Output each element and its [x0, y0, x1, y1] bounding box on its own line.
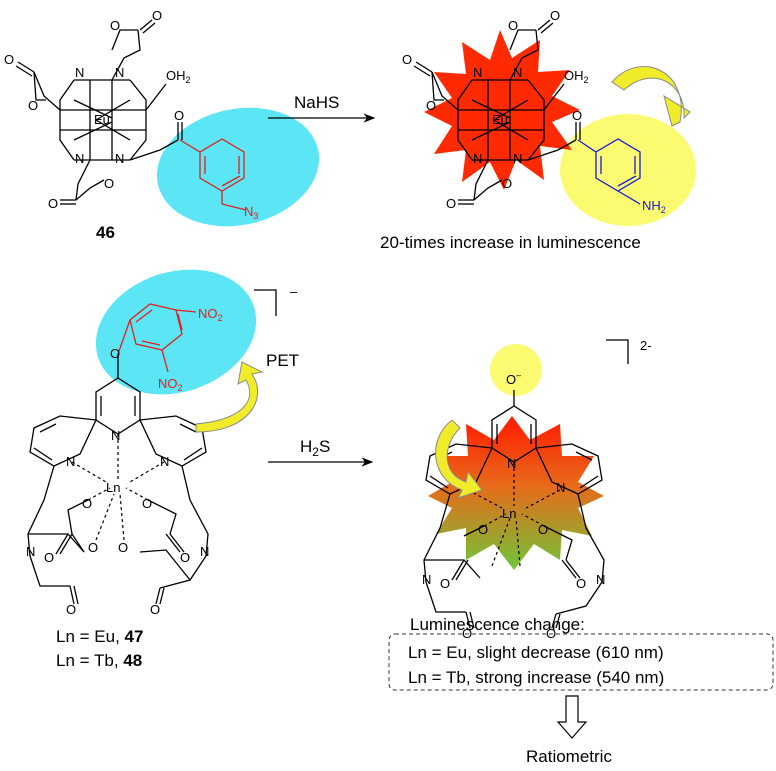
- n-atom: N: [556, 480, 565, 495]
- luminescence-change-title: Luminescence change:: [410, 615, 585, 634]
- reaction-arrow-bottom: H2S: [268, 437, 374, 467]
- o-atom: O: [118, 540, 128, 555]
- o-atom: O: [44, 550, 54, 565]
- o-atom: O: [402, 52, 412, 67]
- o-atom: O: [446, 196, 456, 211]
- coordination-bonds: [71, 434, 165, 541]
- o-atom: O: [174, 108, 184, 123]
- metal-ln: Ln: [106, 480, 120, 495]
- nitro-group: NO2: [158, 376, 183, 393]
- o-atom: O: [576, 576, 586, 591]
- charge-minus: –: [290, 284, 298, 299]
- o-atom: O: [550, 8, 560, 23]
- charge-bracket: [254, 289, 277, 316]
- pet-label: PET: [266, 351, 299, 370]
- amine-group: NH2: [642, 198, 666, 215]
- o-atom: O: [110, 18, 120, 33]
- amine-highlight: [560, 114, 696, 226]
- energy-transfer-arrow-icon: [435, 419, 483, 499]
- reagent-nahs: NaHS: [294, 93, 339, 112]
- ratiometric-label: Ratiometric: [526, 747, 612, 766]
- n-atom: N: [160, 454, 169, 469]
- azide-group: N3: [244, 204, 258, 221]
- azide-highlight: [156, 107, 320, 227]
- n-atom: N: [473, 151, 482, 166]
- curved-arrow-icon: [611, 66, 691, 127]
- cyclen-cage: [413, 19, 581, 205]
- aqua-ligand: OH2: [564, 68, 589, 85]
- phenolate-oxygen: O–: [506, 370, 521, 387]
- legend-tb: Ln = Tb, 48: [56, 651, 142, 670]
- n-atom: N: [473, 65, 482, 80]
- n-atom: N: [200, 544, 209, 559]
- o-atom: O: [426, 98, 436, 113]
- n-atom: N: [513, 151, 522, 166]
- o-atom: O: [66, 602, 76, 617]
- n-atom: N: [75, 65, 84, 80]
- o-atom: O: [110, 346, 120, 361]
- o-atom: O: [28, 98, 38, 113]
- phenolate-highlight: [490, 344, 542, 396]
- aqua-ligand: OH2: [166, 68, 191, 85]
- o-atom: O: [48, 196, 58, 211]
- n-atom: N: [26, 544, 35, 559]
- o-atom: O: [4, 52, 14, 67]
- change-eu: Ln = Eu, slight decrease (610 nm): [408, 643, 664, 662]
- cyclen-cage: [15, 19, 183, 205]
- terpyridine: [27, 354, 209, 605]
- compound-46: N N N N Eu O O O O O O O OH2 N3 46: [4, 8, 320, 242]
- product-top: N N N N Eu O O O O O O O OH2 NH2 20-time…: [380, 8, 696, 252]
- o-atom: O: [150, 602, 160, 617]
- product-bottom: O– N N N Ln O O O O O O N N 2- Luminesce…: [388, 338, 774, 766]
- o-atom: O: [180, 550, 190, 565]
- n-atom: N: [111, 428, 120, 443]
- n-atom: N: [115, 151, 124, 166]
- compound-47-48: O N N N Ln O O O O O O O O N N NO2 NO2 –…: [26, 269, 299, 670]
- o-atom: O: [82, 496, 92, 511]
- o-atom: O: [440, 576, 450, 591]
- o-atom: O: [502, 176, 512, 191]
- metal-eu: Eu: [94, 112, 110, 127]
- metal-ln: Ln: [502, 506, 516, 521]
- result-text-top: 20-times increase in luminescence: [380, 233, 641, 252]
- dinitrophenyl-highlight: [95, 269, 257, 395]
- compound-label-46: 46: [96, 223, 115, 242]
- luminescence-burst: [428, 416, 604, 570]
- metal-eu: Eu: [492, 112, 508, 127]
- charge-2minus: 2-: [640, 338, 652, 353]
- n-atom: N: [513, 65, 522, 80]
- legend-eu: Ln = Eu, 47: [56, 627, 143, 646]
- o-atom: O: [478, 522, 488, 537]
- dinitrophenyl: [117, 303, 197, 373]
- n-atom: N: [422, 572, 431, 587]
- reagent-h2s: H2S: [300, 437, 330, 459]
- n-atom: N: [115, 65, 124, 80]
- down-arrow-icon: [556, 695, 588, 739]
- o-atom: O: [142, 496, 152, 511]
- change-tb: Ln = Tb, strong increase (540 nm): [408, 668, 664, 687]
- o-atom: O: [88, 540, 98, 555]
- nitro-group: NO2: [198, 306, 223, 323]
- n-atom: N: [507, 456, 516, 471]
- o-atom: O: [538, 522, 548, 537]
- n-atom: N: [596, 572, 605, 587]
- n-atom: N: [66, 454, 75, 469]
- pet-arrow-icon: [195, 361, 264, 433]
- terpyridine: [423, 390, 605, 629]
- o-atom: O: [104, 176, 114, 191]
- o-atom: O: [152, 8, 162, 23]
- aminophenyl: [577, 138, 641, 205]
- azidophenyl: [179, 138, 247, 211]
- luminescence-change-box: [388, 633, 774, 691]
- charge-bracket: [606, 339, 629, 364]
- reaction-arrow-top: NaHS: [268, 93, 376, 123]
- o-atom: O: [572, 108, 582, 123]
- n-atom: N: [75, 151, 84, 166]
- o-atom: O: [508, 18, 518, 33]
